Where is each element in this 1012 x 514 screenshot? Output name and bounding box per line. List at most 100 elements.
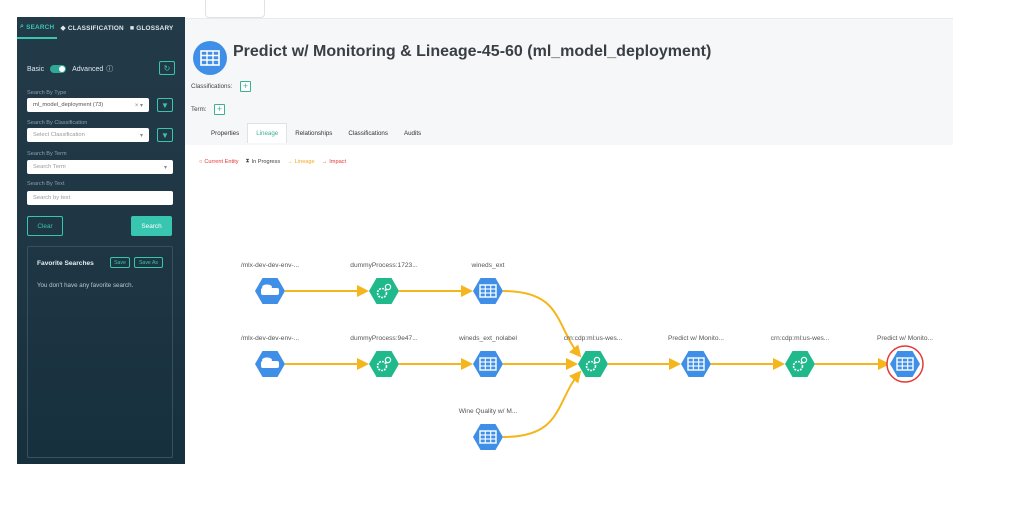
search-icon: ⌕ — [20, 23, 25, 30]
lineage-edge — [502, 290, 582, 358]
node-hexagon — [473, 424, 503, 450]
search-mode-row: Basic Advanced ⓘ ↻ — [27, 61, 175, 76]
table-frame — [479, 430, 497, 444]
storage-icon — [261, 284, 279, 295]
text-search-input[interactable]: Search by text — [27, 191, 173, 205]
tab-classification-label: CLASSIFICATION — [67, 24, 124, 32]
lineage-node-label: crn:cdp:ml:us-wes... — [564, 335, 623, 342]
gear-large — [792, 360, 804, 372]
lineage-node-dataset[interactable]: wineds_ext_nolabel — [458, 335, 517, 377]
node-hexagon — [681, 351, 711, 377]
divider — [185, 18, 953, 19]
classification-filter-button[interactable]: ▼ — [157, 128, 173, 142]
table-frame — [896, 357, 914, 371]
search-mode-toggle[interactable] — [50, 65, 67, 73]
term-select-placeholder: Search Term — [33, 164, 66, 170]
gear-icon — [376, 283, 392, 299]
lineage-node-label: crn:cdp:ml:us-wes... — [771, 335, 830, 342]
top-tab[interactable] — [205, 0, 265, 18]
sidebar-tabs: ⌕ SEARCH ◆ CLASSIFICATION ■ GLOSSARY — [17, 17, 185, 39]
filter-icon: ▼ — [161, 100, 169, 110]
lineage-node-label: wineds_ext — [471, 262, 505, 269]
search-by-term-label: Search By Term — [27, 151, 67, 157]
classification-select-placeholder: Select Classification — [33, 132, 85, 138]
lineage-node-process[interactable]: dummyProcess:9e47... — [350, 335, 418, 377]
gear-large — [585, 360, 597, 372]
node-hexagon — [473, 278, 503, 304]
lineage-node-process[interactable]: crn:cdp:ml:us-wes... — [771, 335, 830, 377]
legend-lineage-label: Lineage — [294, 158, 315, 165]
save-as-favorite-button[interactable]: Save As — [134, 257, 163, 268]
add-term-button[interactable]: + — [214, 104, 225, 115]
tab-classification[interactable]: ◆ CLASSIFICATION — [57, 17, 127, 39]
page-title: Predict w/ Monitoring & Lineage-45-60 (m… — [233, 43, 712, 60]
node-hexagon — [785, 351, 815, 377]
save-favorite-button[interactable]: Save — [110, 257, 130, 268]
chevron-down-icon: ▾ — [163, 164, 167, 171]
gear-large — [376, 287, 388, 299]
table-icon — [479, 284, 497, 298]
favorite-searches-title: Favorite Searches — [37, 260, 94, 267]
text-search-placeholder: Search by text — [33, 195, 71, 201]
refresh-button[interactable]: ↻ — [159, 61, 175, 75]
table-icon — [479, 357, 497, 371]
circle-icon: ○ — [199, 158, 203, 165]
clear-button[interactable]: Clear — [27, 216, 63, 236]
lineage-node-storage[interactable]: /mlx-dev-dev-env-... — [241, 262, 299, 304]
tab-properties[interactable]: Properties — [211, 129, 240, 137]
lineage-node-process[interactable]: dummyProcess:1723... — [350, 262, 418, 304]
clear-type-icon[interactable]: × ▾ — [134, 102, 143, 109]
gear-icon — [585, 356, 601, 372]
tab-relationships[interactable]: Relationships — [295, 129, 333, 137]
node-hexagon — [473, 351, 503, 377]
table-frame — [479, 284, 497, 298]
lineage-node-dataset[interactable]: Predict w/ Monito... — [877, 335, 933, 383]
lineage-node-storage[interactable]: /mlx-dev-dev-env-... — [241, 335, 299, 377]
folder-icon: ■ — [129, 24, 135, 32]
search-button[interactable]: Search — [131, 216, 172, 236]
tab-audits[interactable]: Audits — [403, 129, 422, 137]
search-by-text-label: Search By Text — [27, 181, 65, 187]
classification-select[interactable]: Select Classification ▾ — [27, 128, 149, 142]
storage-bar — [261, 361, 279, 368]
table-frame — [687, 357, 705, 371]
search-by-type-label: Search By Type — [27, 90, 67, 96]
tab-search[interactable]: ⌕ SEARCH — [17, 17, 58, 39]
plus-icon: + — [242, 81, 249, 91]
type-filter-button[interactable]: ▼ — [157, 98, 173, 112]
help-icon[interactable]: ⓘ — [106, 66, 114, 73]
legend-impact: → Impact — [322, 159, 346, 165]
add-classification-button[interactable]: + — [240, 81, 251, 92]
table-icon — [193, 41, 227, 75]
tab-glossary[interactable]: ■ GLOSSARY — [127, 17, 177, 39]
advanced-mode-label: Advanced — [72, 65, 104, 73]
gear-small — [800, 356, 808, 364]
tab-lineage[interactable]: Lineage — [247, 123, 288, 143]
refresh-icon: ↻ — [163, 63, 171, 73]
hourglass-icon: ⧗ — [245, 158, 250, 164]
type-select-value: ml_model_deployment (73) — [33, 102, 104, 108]
gear-small — [384, 356, 392, 364]
favorite-searches-empty: You don't have any favorite search. — [37, 282, 134, 289]
gear-small — [593, 356, 601, 364]
entity-detail: Predict w/ Monitoring & Lineage-45-60 (m… — [185, 0, 953, 514]
lineage-node-dataset[interactable]: Predict w/ Monito... — [668, 335, 724, 377]
lineage-node-dataset[interactable]: wineds_ext — [471, 262, 505, 304]
plus-icon: + — [216, 104, 223, 114]
lineage-node-label: dummyProcess:1723... — [350, 262, 418, 269]
chevron-down-icon: ▾ — [139, 132, 143, 139]
lineage-node-dataset[interactable]: Wine Quality w/ M... — [459, 408, 518, 450]
table-icon — [896, 357, 914, 371]
type-select[interactable]: ml_model_deployment (73) × ▾ — [27, 98, 149, 112]
arrow-right-icon: → — [287, 158, 293, 165]
lineage-node-process[interactable]: crn:cdp:ml:us-wes... — [564, 335, 623, 377]
node-hexagon — [578, 351, 608, 377]
term-select[interactable]: Search Term ▾ — [27, 160, 173, 174]
gear-small — [384, 283, 392, 291]
lineage-node-label: dummyProcess:9e47... — [350, 335, 418, 342]
legend-current-entity-label: Current Entity — [204, 158, 239, 165]
lineage-node-label: /mlx-dev-dev-env-... — [241, 262, 299, 269]
tab-classifications[interactable]: Classifications — [348, 129, 388, 137]
gear-icon — [792, 356, 808, 372]
search-by-classification-label: Search By Classification — [27, 120, 88, 126]
